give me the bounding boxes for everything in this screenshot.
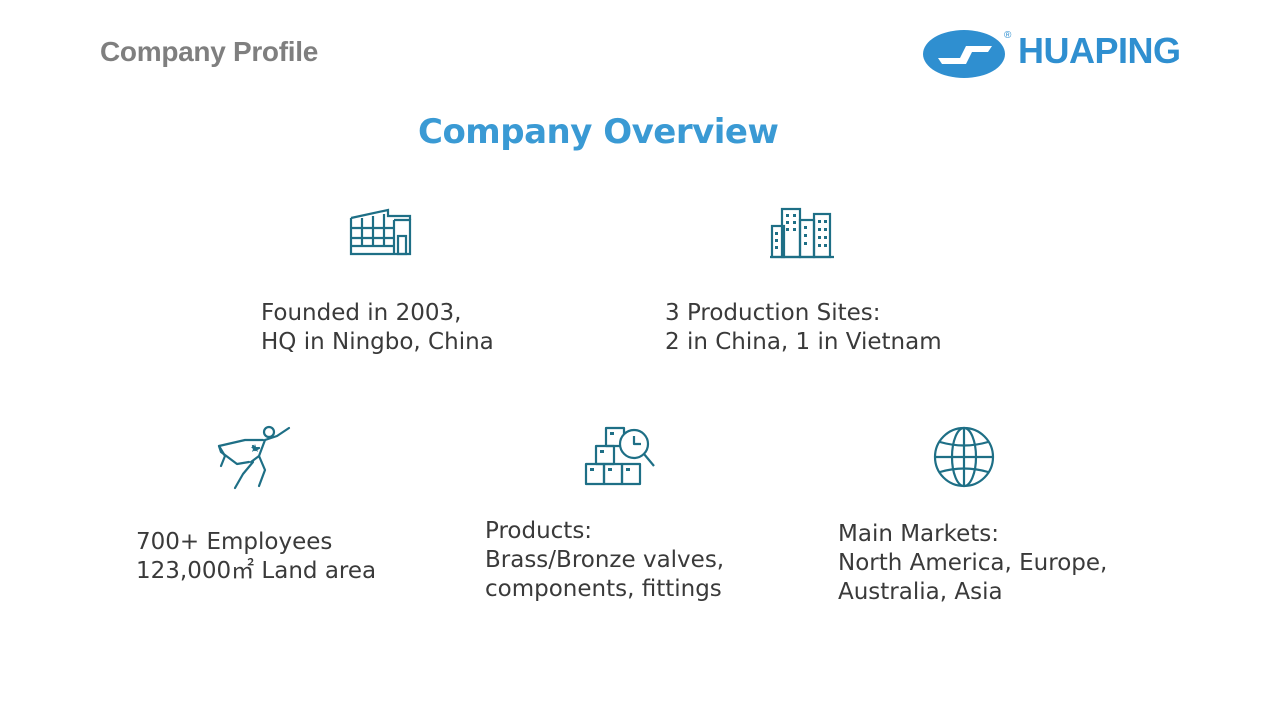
item-line: HQ in Ningbo, China bbox=[261, 329, 494, 355]
item-line: components, fittings bbox=[485, 576, 722, 602]
logo-mark-icon bbox=[923, 30, 1005, 78]
item-line: Main Markets: bbox=[838, 521, 1000, 547]
list-item: Products: Brass/Bronze valves, component… bbox=[485, 517, 724, 604]
registered-mark: ® bbox=[1004, 30, 1012, 41]
item-line: 3 Production Sites: bbox=[665, 300, 881, 326]
list-item: 700+ Employees 123,000㎡ Land area bbox=[136, 528, 376, 586]
list-item: Founded in 2003, HQ in Ningbo, China bbox=[261, 299, 494, 357]
brand-name: HUAPING bbox=[1018, 30, 1181, 71]
superhero-icon bbox=[215, 422, 293, 492]
company-logo: ® HUAPING bbox=[922, 26, 1184, 82]
item-line: 2 in China, 1 in Vietnam bbox=[665, 329, 942, 355]
item-line: 700+ Employees bbox=[136, 529, 333, 555]
page-title: Company Overview bbox=[418, 112, 779, 152]
section-title: Company Profile bbox=[100, 36, 318, 67]
item-line: Australia, Asia bbox=[838, 579, 1003, 605]
item-line: Brass/Bronze valves, bbox=[485, 547, 725, 573]
item-line: Founded in 2003, bbox=[261, 300, 462, 326]
boxes-clock-icon bbox=[584, 422, 658, 488]
buildings-icon bbox=[770, 206, 834, 260]
list-item: Main Markets: North America, Europe, Aus… bbox=[838, 520, 1107, 607]
globe-icon bbox=[932, 425, 996, 489]
factory-icon bbox=[348, 206, 412, 258]
item-line: Products: bbox=[485, 518, 593, 544]
item-line: North America, Europe, bbox=[838, 550, 1108, 576]
list-item: 3 Production Sites: 2 in China, 1 in Vie… bbox=[665, 299, 942, 357]
item-line: 123,000㎡ Land area bbox=[136, 558, 377, 584]
